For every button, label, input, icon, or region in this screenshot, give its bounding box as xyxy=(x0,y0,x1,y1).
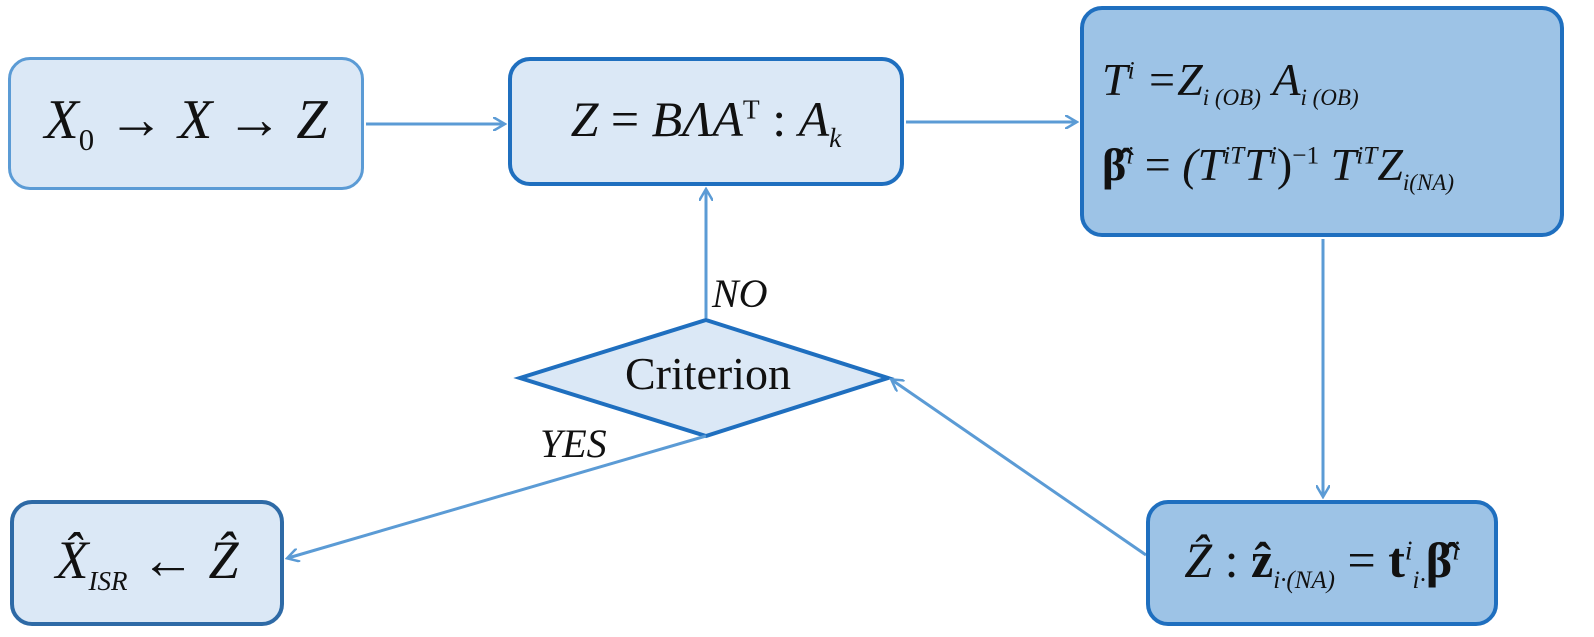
arrow-criterion-yes xyxy=(288,434,707,558)
imputation-node: Ẑ : ẑi·(NA) = tii·β̂i xyxy=(1146,500,1498,626)
result-node: X̂ISR ← Ẑ xyxy=(10,500,284,626)
result-formula: X̂ISR ← Ẑ xyxy=(55,530,239,596)
decomposition-node: Z = BΛAT : Ak xyxy=(508,57,904,186)
start-formula: X0 → X → Z xyxy=(44,89,328,158)
arrow-impute-to-criterion xyxy=(892,380,1147,557)
no-branch-label: NO xyxy=(712,271,768,316)
imputation-formula: Ẑ : ẑi·(NA) = tii·β̂i xyxy=(1184,532,1460,594)
start-node: X0 → X → Z xyxy=(8,57,364,190)
regression-formula-line2: β̂i = (TiTTi)−1 TiTZi(NA) xyxy=(1102,138,1455,195)
criterion-label: Criterion xyxy=(624,348,792,399)
yes-branch-label: YES xyxy=(540,421,607,466)
regression-node: Ti =Zi (OB) Ai (OB) β̂i = (TiTTi)−1 TiTZ… xyxy=(1080,6,1564,237)
regression-formula-line1: Ti =Zi (OB) Ai (OB) xyxy=(1102,54,1359,111)
decomposition-formula: Z = BΛAT : Ak xyxy=(570,90,842,153)
